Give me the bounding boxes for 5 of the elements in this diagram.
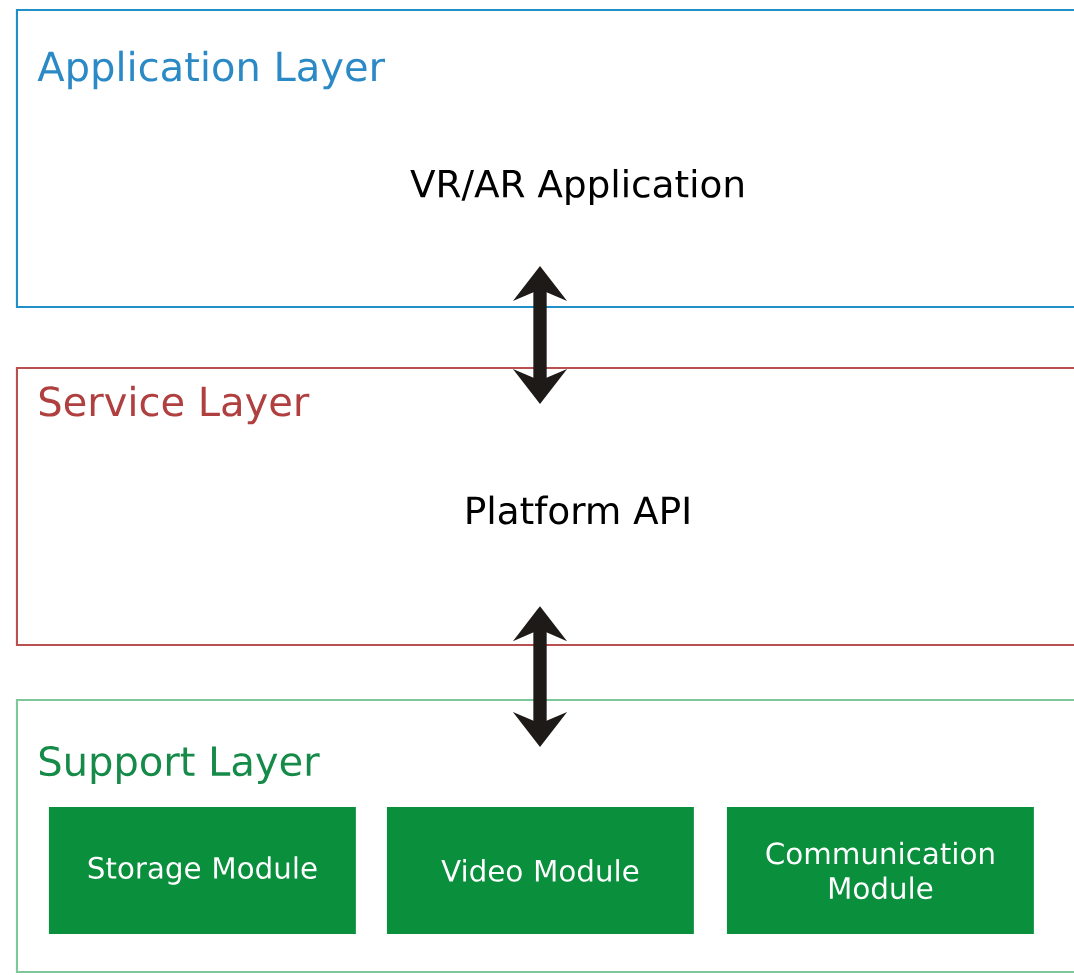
layer-box: Service Layer Platform API <box>15 366 1074 647</box>
module-box: Video Module <box>386 807 694 934</box>
module-box: Communication Module <box>726 807 1034 934</box>
layer-box: Application Layer VR/AR Application <box>15 8 1074 309</box>
module-box: Storage Module <box>48 807 356 934</box>
